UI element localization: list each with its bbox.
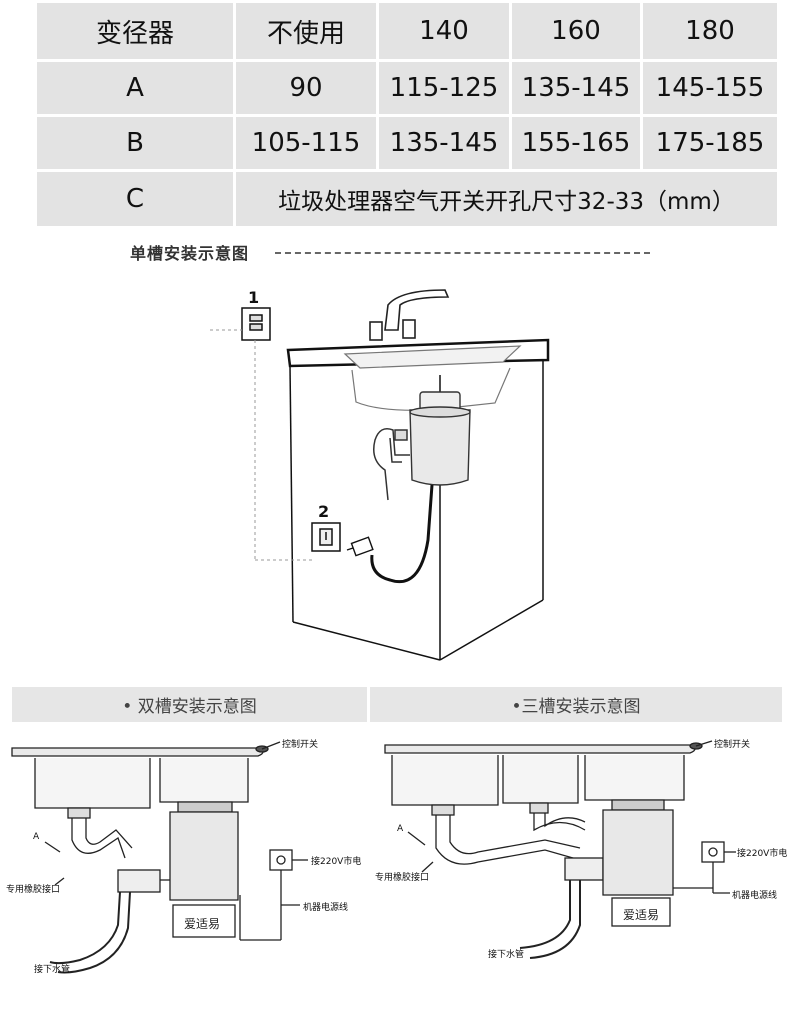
marker-1: 1 xyxy=(248,288,260,307)
label-drain-pipe: 接下水管 xyxy=(488,950,525,960)
drain-trap xyxy=(71,818,126,859)
brand-label: 爱适易 xyxy=(184,917,221,931)
faucet-icon xyxy=(369,289,450,341)
sink-bowl-right xyxy=(584,755,685,801)
size-spec-table: 变径器 不使用 140 160 180 A 90 115-125 135-145… xyxy=(34,0,780,229)
air-switch-icon xyxy=(241,307,271,341)
marker-2: 2 xyxy=(318,502,330,521)
row-label-a: A xyxy=(37,62,233,114)
header-160: 160 xyxy=(512,3,640,59)
label-power-cable: 机器电源线 xyxy=(732,891,778,901)
table-cell: 105-115 xyxy=(236,117,376,169)
table-cell: 135-145 xyxy=(512,62,640,114)
countertop xyxy=(384,744,696,754)
table-cell: 90 xyxy=(236,62,376,114)
label-rubber-joint: 专用橡胶接口 xyxy=(375,873,430,883)
tee-connector xyxy=(117,869,161,893)
label-power-cable: 机器电源线 xyxy=(303,903,349,913)
table-cell: 155-165 xyxy=(512,117,640,169)
table-header-row: 变径器 不使用 140 160 180 xyxy=(37,3,777,59)
table-row-b: B 105-115 135-145 155-165 175-185 xyxy=(37,117,777,169)
drain-trap xyxy=(435,815,581,865)
plug-icon xyxy=(346,536,374,557)
air-switch-hole-note: 垃圾处理器空气开关开孔尺寸32-33（mm） xyxy=(236,172,777,226)
header-180: 180 xyxy=(643,3,777,59)
triple-sink-title: •三槽安装示意图 xyxy=(370,687,782,722)
label-a: A xyxy=(397,824,404,834)
disposer-unit xyxy=(169,811,239,901)
label-control-switch: 控制开关 xyxy=(714,740,751,750)
label-drain-pipe: 接下水管 xyxy=(34,965,71,975)
drain-trap xyxy=(373,428,410,501)
table-cell: 115-125 xyxy=(379,62,509,114)
brand-label: 爱适易 xyxy=(623,908,660,922)
disposer-unit xyxy=(409,391,471,486)
power-cord xyxy=(370,484,434,583)
header-reducer: 变径器 xyxy=(37,3,233,59)
table-cell: 135-145 xyxy=(379,117,509,169)
single-sink-title: 单槽安装示意图 xyxy=(130,244,250,263)
label-control-switch: 控制开关 xyxy=(282,740,319,750)
header-140: 140 xyxy=(379,3,509,59)
guide-lines xyxy=(210,329,312,561)
disposer-unit xyxy=(602,809,674,896)
power-outlet-icon xyxy=(311,522,341,552)
label-rubber-joint: 专用橡胶接口 xyxy=(6,885,61,895)
table-row-c: C 垃圾处理器空气开关开孔尺寸32-33（mm） xyxy=(37,172,777,226)
tee-connector xyxy=(564,857,604,881)
table-cell: 145-155 xyxy=(643,62,777,114)
label-power-220v: 接220V市电 xyxy=(737,849,788,859)
header-none: 不使用 xyxy=(236,3,376,59)
label-a: A xyxy=(33,832,40,842)
table-row-a: A 90 115-125 135-145 145-155 xyxy=(37,62,777,114)
sink-bowl-middle xyxy=(502,755,579,804)
sink-bowl-left xyxy=(391,755,499,806)
row-label-b: B xyxy=(37,117,233,169)
label-power-220v: 接220V市电 xyxy=(311,857,362,867)
double-sink-title: • 双槽安装示意图 xyxy=(12,687,367,722)
row-label-c: C xyxy=(37,172,233,226)
table-cell: 175-185 xyxy=(643,117,777,169)
sink-bowl-left xyxy=(34,758,151,809)
power-outlet-icon xyxy=(701,841,725,863)
title-dashed-rule xyxy=(275,252,650,254)
